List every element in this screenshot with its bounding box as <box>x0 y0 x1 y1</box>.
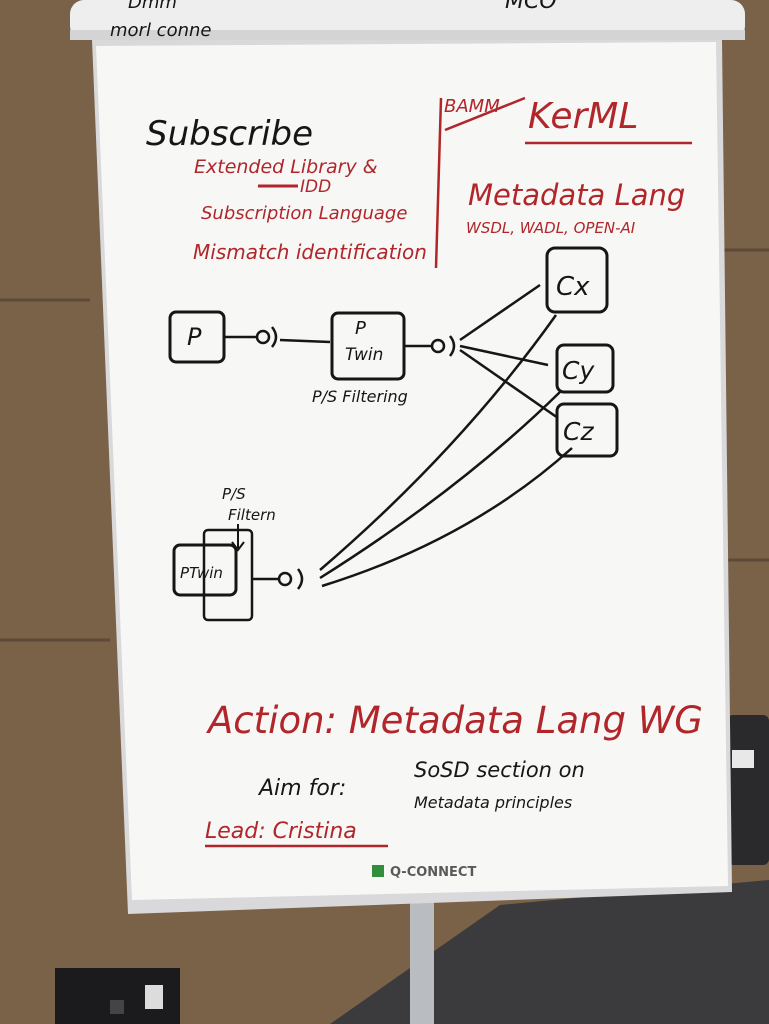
idd-text: IDD <box>300 177 331 197</box>
consumer-cx-box <box>545 246 609 314</box>
bamm-text: BAMM <box>444 96 500 117</box>
brand-name: Q-CONNECT <box>390 865 476 880</box>
top-scribble-1: Dmm <box>128 0 177 13</box>
paper-sheet <box>96 42 728 900</box>
consumer-cz-box <box>555 402 619 458</box>
waste-bin <box>727 715 769 865</box>
mismatch-identification-text: Mismatch identification <box>193 240 427 264</box>
producer-label: P <box>187 323 202 351</box>
lead-text: Lead: Cristina <box>205 819 357 844</box>
consumer-cy-label: Cy <box>562 356 595 385</box>
extended-library-text: Extended Library & <box>194 156 378 178</box>
bottom-caption-1: P/S <box>222 485 246 503</box>
twin-bottom-label: Twin <box>345 345 383 365</box>
metadata-lang-text: Metadata Lang <box>468 178 685 212</box>
action-title: Action: Metadata Lang WG <box>206 699 703 742</box>
carpet-floor <box>330 880 769 1024</box>
subscription-language-text: Subscription Language <box>201 203 407 224</box>
consumer-cy-box <box>555 343 615 394</box>
subscribe-heading: Subscribe <box>146 114 313 154</box>
kerml-text: KerML <box>528 96 638 137</box>
stand-pole <box>410 895 434 1024</box>
consumer-cz-label: Cz <box>563 417 594 446</box>
twin-top-label: P <box>355 318 366 339</box>
bottom-caption-2: Filtern <box>228 506 276 524</box>
consumer-cx-label: Cx <box>556 272 590 302</box>
formats-text: WSDL, WADL, OPEN-AI <box>466 219 636 237</box>
brand-logo-icon <box>372 865 384 877</box>
aim-line-1: SoSD section on <box>414 758 585 782</box>
aim-label: Aim for: <box>257 776 346 801</box>
twin-caption: P/S Filtering <box>312 387 408 406</box>
bottom-twin-outer <box>202 528 254 622</box>
top-scribble-2: morl conne <box>110 20 211 41</box>
top-scribble-3: MCO <box>505 0 557 14</box>
bottom-box-label: PTwin <box>180 564 223 582</box>
aim-line-2: Metadata principles <box>414 793 572 812</box>
